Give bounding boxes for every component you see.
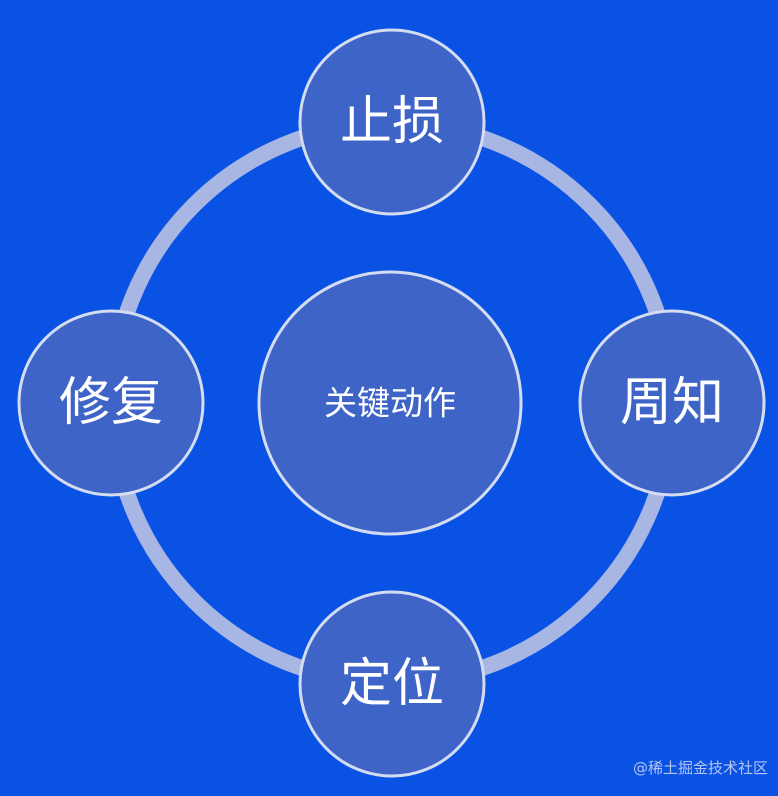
node-top-circle	[298, 28, 486, 216]
node-top-label: 止损	[340, 92, 444, 152]
node-bottom: 定位	[298, 590, 486, 778]
node-right-circle	[578, 309, 766, 497]
node-bottom-label: 定位	[340, 654, 444, 714]
node-right-label: 周知	[620, 373, 724, 433]
center-node: 关键动作	[257, 270, 523, 536]
node-left-label: 修复	[59, 373, 163, 433]
node-left: 修复	[17, 309, 205, 497]
center-node-circle	[257, 270, 523, 536]
node-top: 止损	[298, 28, 486, 216]
center-node-label: 关键动作	[324, 384, 456, 423]
watermark: @稀土掘金技术社区	[632, 759, 768, 777]
node-right: 周知	[578, 309, 766, 497]
node-bottom-circle	[298, 590, 486, 778]
node-left-circle	[17, 309, 205, 497]
